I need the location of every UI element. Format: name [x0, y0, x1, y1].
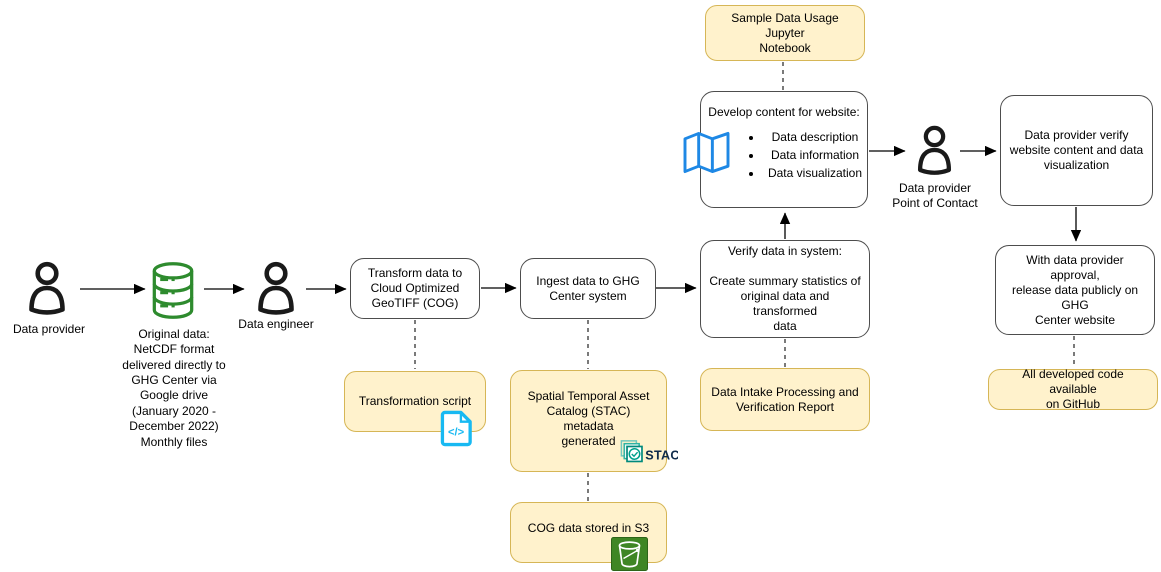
database-icon: [152, 262, 194, 319]
stac-wordmark: STAC: [645, 449, 678, 463]
s3-bucket-icon: [611, 537, 648, 571]
data-provider-label: Data provider: [12, 322, 86, 336]
ingest-box: Ingest data to GHG Center system: [520, 258, 656, 319]
sample-notebook-note: Sample Data Usage Jupyter Notebook: [705, 5, 865, 61]
verify-box: Verify data in system: Create summary st…: [700, 240, 870, 338]
map-icon: [683, 131, 730, 174]
code-glyph: </>: [448, 426, 465, 438]
code-file-icon: </>: [440, 410, 472, 447]
verify-website-box: Data provider verify website content and…: [1000, 95, 1153, 206]
develop-bullet-list: Data description Data information Data v…: [749, 130, 867, 181]
stac-logo-icon: STAC: [620, 440, 678, 463]
approval-box: With data provider approval, release dat…: [995, 245, 1155, 335]
intake-report-note: Data Intake Processing and Verification …: [700, 368, 870, 431]
person-icon: [917, 125, 952, 175]
transform-box: Transform data to Cloud Optimized GeoTIF…: [350, 258, 480, 319]
data-engineer-label: Data engineer: [238, 317, 314, 331]
develop-box: Develop content for website: Data descri…: [700, 91, 868, 208]
poc-label: Data provider Point of Contact: [892, 181, 978, 211]
original-data-label: Original data: NetCDF format delivered d…: [122, 327, 226, 449]
person-icon: [258, 261, 294, 315]
develop-bullet: Data visualization: [763, 166, 867, 181]
github-note: All developed code available on GitHub: [988, 367, 1158, 411]
develop-title: Develop content for website:: [708, 105, 860, 119]
person-icon: [29, 261, 65, 315]
develop-bullet: Data description: [763, 130, 867, 145]
develop-bullet: Data information: [763, 148, 867, 163]
